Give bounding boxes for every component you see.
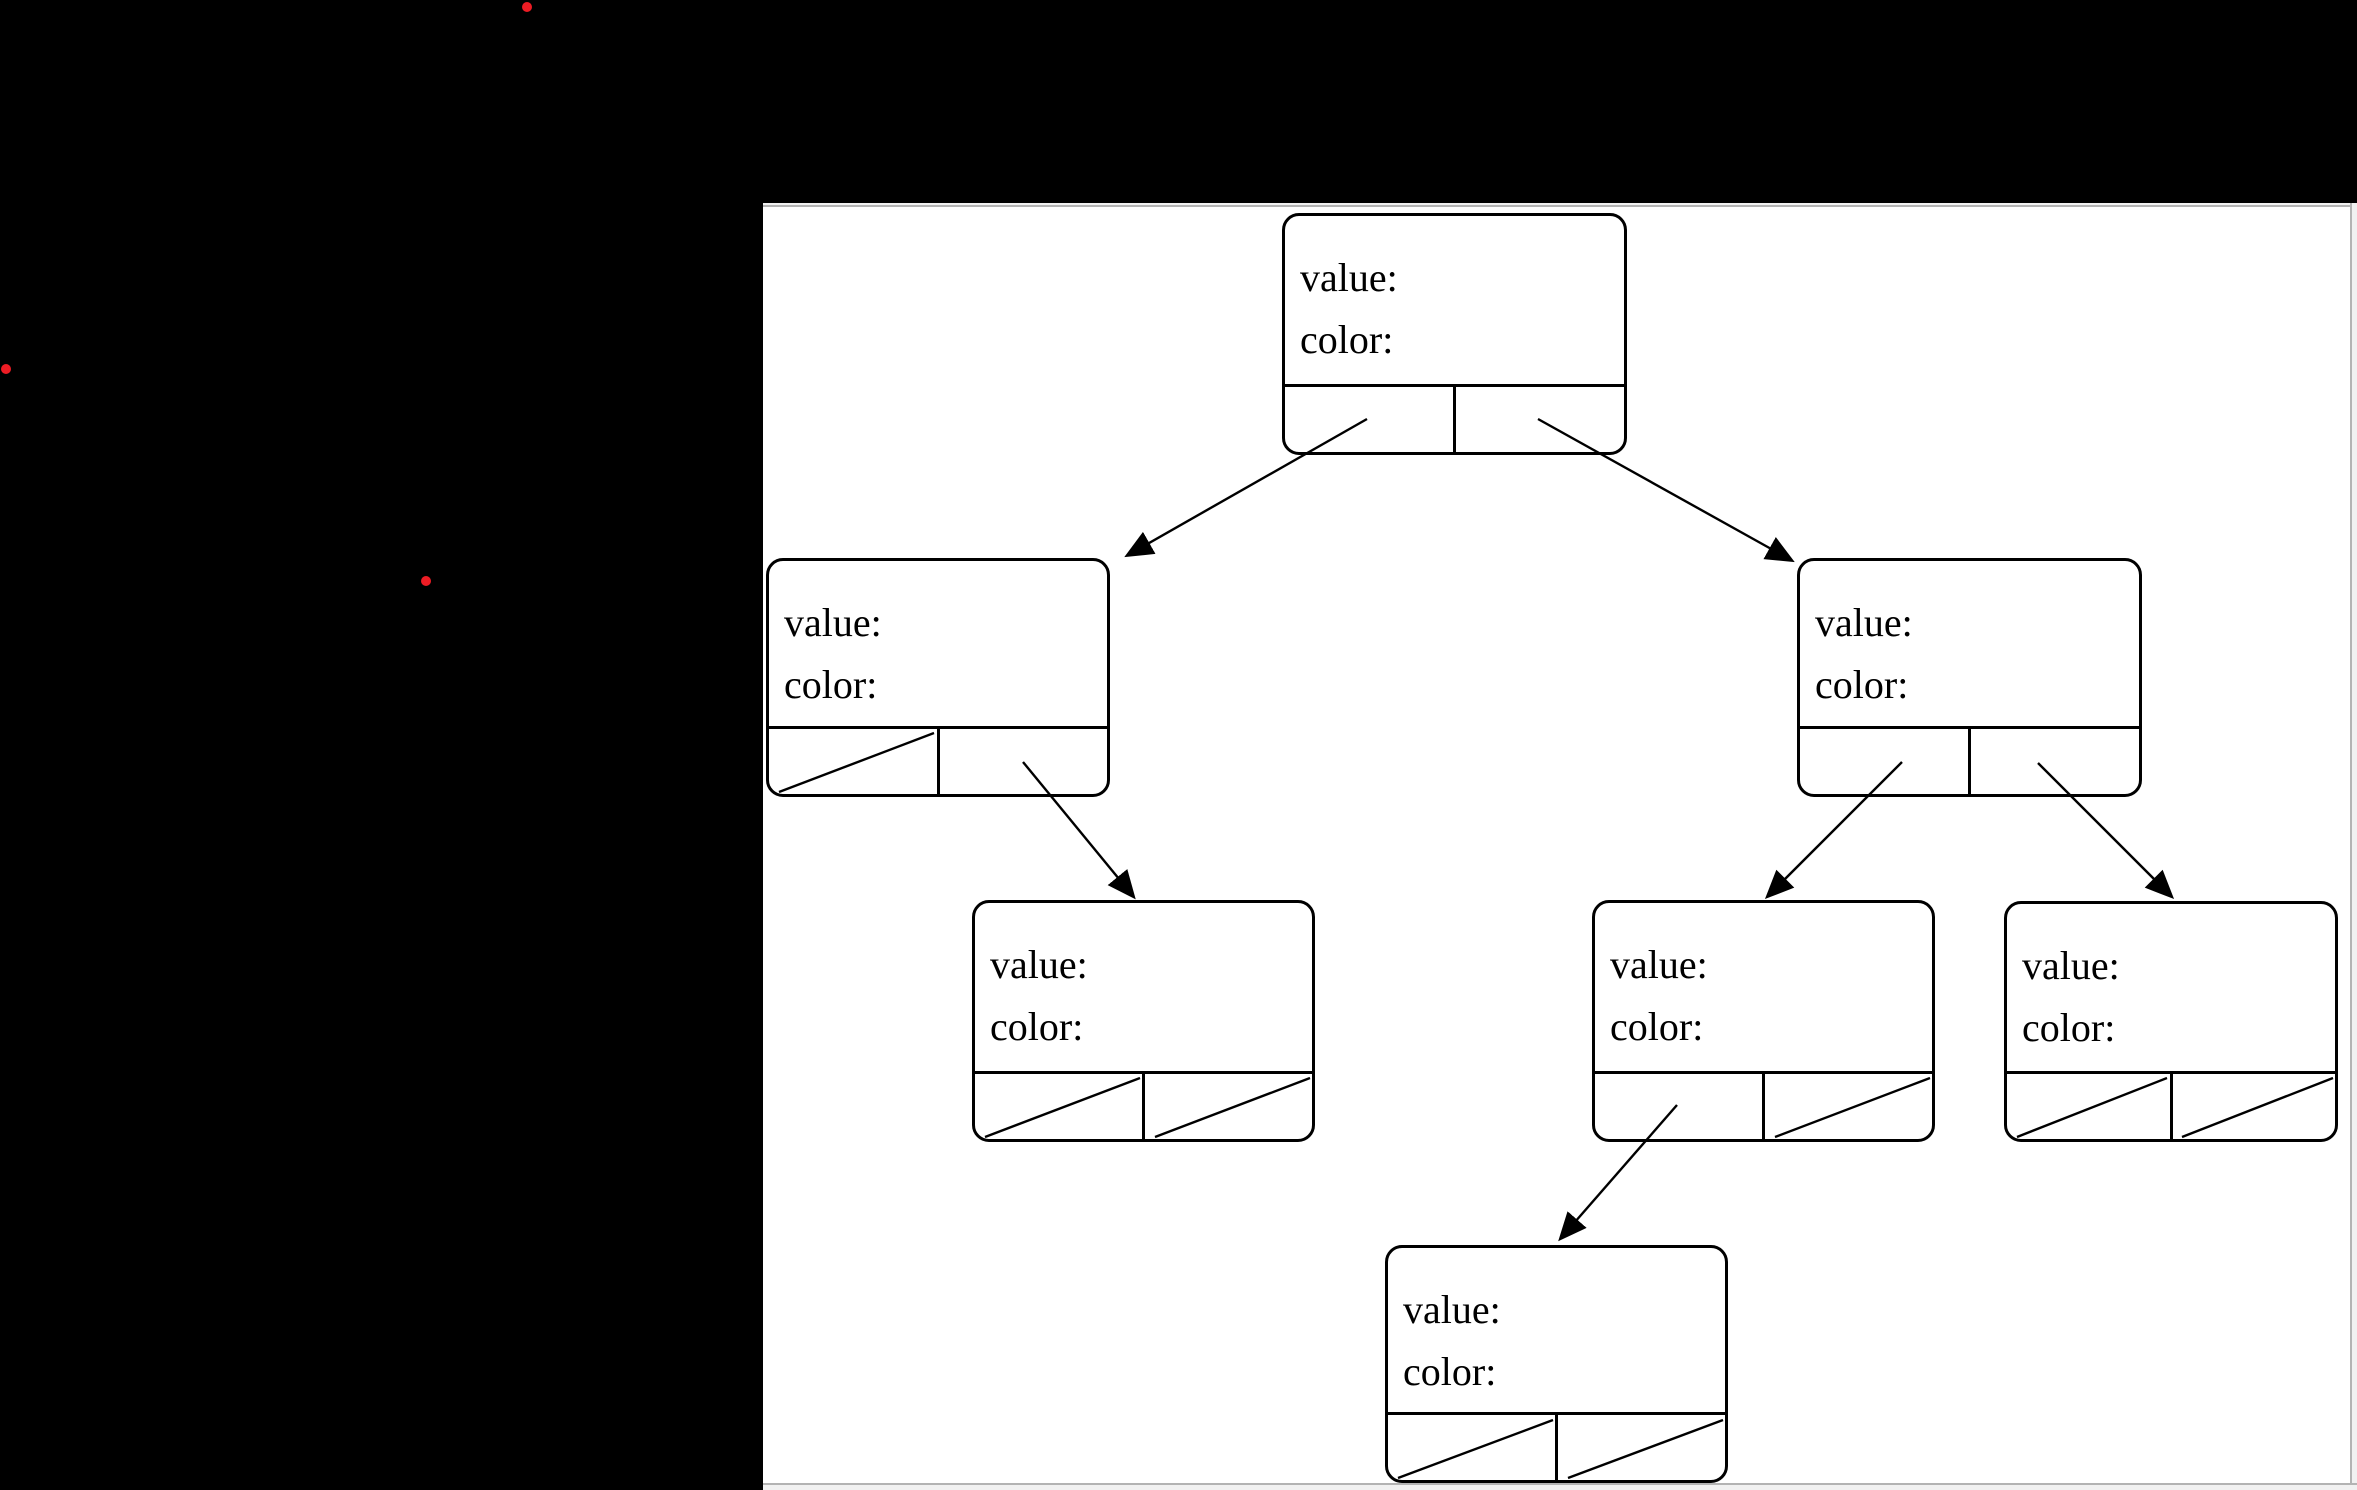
color-field-label: color: <box>990 1004 1084 1049</box>
tree-node-right-right-grandchild: value: color: <box>2004 901 2338 1142</box>
panel-bottom-edge <box>763 1483 2357 1490</box>
tree-node-root: value: color: <box>1282 213 1627 455</box>
value-field-label: value: <box>784 600 882 645</box>
right-pointer-cell <box>1142 1074 1312 1139</box>
node-fields: value: color: <box>769 561 1107 726</box>
tree-node-right-child: value: color: <box>1797 558 2142 797</box>
tree-node-right-left-grandchild: value: color: <box>1592 900 1935 1142</box>
red-dot-marker <box>1 364 11 374</box>
value-field-label: value: <box>990 942 1088 987</box>
node-fields: value: color: <box>1595 903 1932 1071</box>
tree-node-great-grandchild: value: color: <box>1385 1245 1728 1483</box>
left-pointer-cell <box>1595 1074 1762 1139</box>
value-field-label: value: <box>1815 600 1913 645</box>
pointer-row <box>2007 1071 2335 1139</box>
tree-node-left-child: value: color: <box>766 558 1110 797</box>
left-pointer-cell <box>1800 729 1968 794</box>
left-pointer-cell <box>1285 387 1453 452</box>
value-field-label: value: <box>1610 942 1708 987</box>
color-field-label: color: <box>1815 662 1909 707</box>
right-pointer-cell <box>936 729 1108 794</box>
panel-top-edge <box>763 203 2357 207</box>
color-field-label: color: <box>1610 1004 1704 1049</box>
node-fields: value: color: <box>1388 1248 1725 1412</box>
right-pointer-cell <box>1555 1415 1725 1480</box>
value-field-label: value: <box>1300 255 1398 300</box>
pointer-row <box>1285 384 1624 452</box>
value-field-label: value: <box>1403 1287 1501 1332</box>
left-pointer-cell <box>1388 1415 1555 1480</box>
node-fields: value: color: <box>975 903 1312 1071</box>
right-pointer-cell <box>1762 1074 1932 1139</box>
pointer-row <box>1595 1071 1932 1139</box>
right-pointer-cell <box>1453 387 1624 452</box>
color-field-label: color: <box>1403 1349 1497 1394</box>
color-field-label: color: <box>1300 317 1394 362</box>
pointer-row <box>975 1071 1312 1139</box>
right-pointer-cell <box>1968 729 2139 794</box>
value-field-label: value: <box>2022 943 2120 988</box>
node-fields: value: color: <box>2007 904 2335 1071</box>
node-fields: value: color: <box>1800 561 2139 726</box>
left-pointer-cell <box>2007 1074 2170 1139</box>
red-dot-marker <box>421 576 431 586</box>
red-dot-marker <box>522 2 532 12</box>
left-pointer-cell <box>769 729 937 794</box>
panel-right-edge <box>2350 203 2357 1490</box>
right-pointer-cell <box>2169 1074 2336 1139</box>
left-pointer-cell <box>975 1074 1142 1139</box>
pointer-row <box>1800 726 2139 794</box>
pointer-row <box>769 726 1107 794</box>
node-fields: value: color: <box>1285 216 1624 384</box>
tree-node-left-right-grandchild: value: color: <box>972 900 1315 1142</box>
color-field-label: color: <box>2022 1005 2116 1050</box>
pointer-row <box>1388 1412 1725 1480</box>
color-field-label: color: <box>784 662 878 707</box>
